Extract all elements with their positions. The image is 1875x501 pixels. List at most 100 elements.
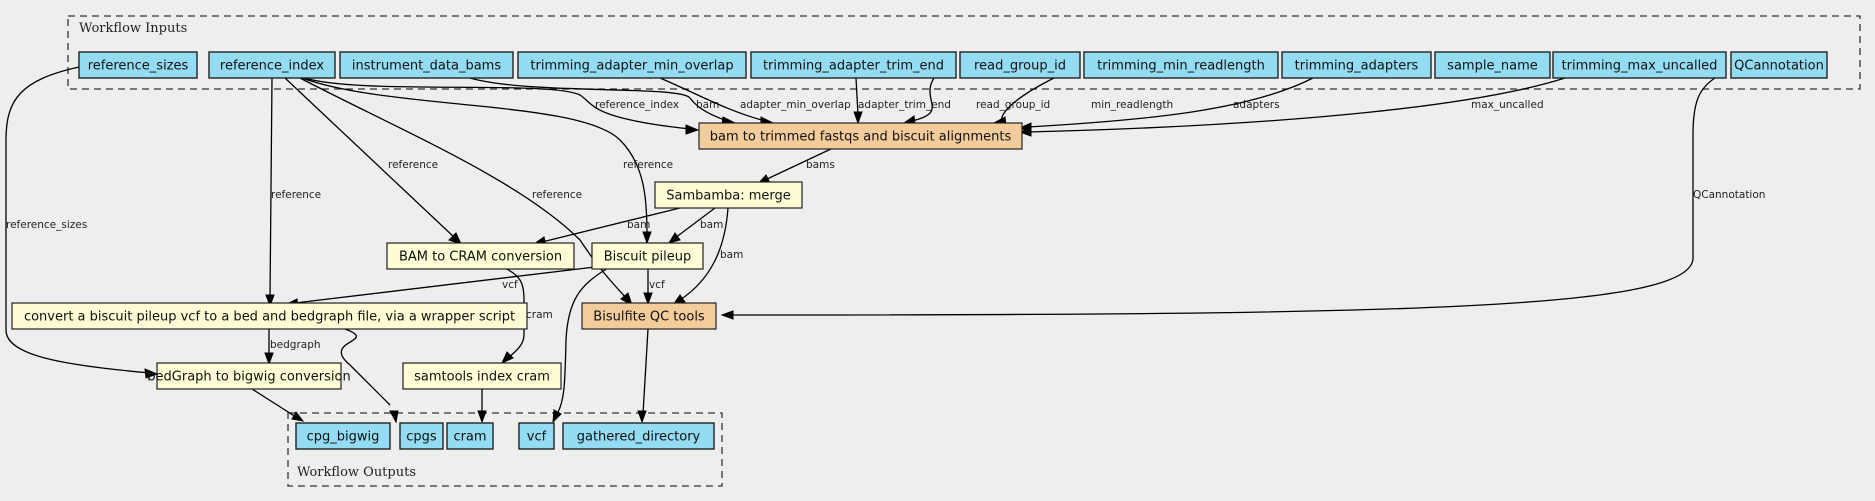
arrowhead — [667, 232, 681, 244]
arrowhead — [853, 111, 863, 125]
step-node-merge[interactable]: Sambamba: merge — [654, 181, 803, 209]
output-node-gathered-directory-box — [562, 422, 715, 450]
input-node-trimming-adapter-min-overlap[interactable]: trimming_adapter_min_overlap — [517, 51, 747, 79]
edge-trimming_adapter_trim_end-bam_to_trimmed — [855, 77, 859, 116]
workflow-inputs-cluster — [67, 15, 1861, 90]
edge-reference_index-pileup — [301, 77, 648, 236]
edge-reference_index-bam_to_trimmed — [304, 77, 691, 130]
step-node-vcf2bedgraph-label: convert a biscuit pileup vcf to a bed an… — [24, 310, 515, 325]
input-node-instrument-data-bams-label: instrument_data_bams — [352, 59, 501, 74]
arrowhead — [477, 410, 487, 424]
input-node-sample-name[interactable]: sample_name — [1434, 51, 1551, 79]
input-node-trimming-max-uncalled-label: trimming_max_uncalled — [1562, 59, 1718, 74]
step-node-vcf2bedgraph[interactable]: convert a biscuit pileup vcf to a bed an… — [11, 302, 528, 330]
edge-reference_sizes-bedgraph_to_bigwig — [5, 66, 151, 374]
step-node-bam-to-cram[interactable]: BAM to CRAM conversion — [386, 242, 575, 270]
output-node-cram-box — [446, 422, 494, 450]
edge-trimming_adapters-bam_to_trimmed — [1027, 77, 1314, 128]
output-node-cpgs[interactable]: cpgs — [399, 422, 444, 450]
step-node-vcf2bedgraph-box — [11, 302, 528, 330]
edge-label: bams — [806, 159, 835, 171]
step-node-bisulfite-qc-box — [581, 302, 717, 330]
edge-label: reference — [271, 189, 321, 201]
step-node-bam-to-cram-label: BAM to CRAM conversion — [399, 250, 562, 265]
output-node-gathered-directory[interactable]: gathered_directory — [562, 422, 715, 450]
output-node-cpgs-label: cpgs — [406, 430, 437, 445]
edge-label: vcf — [502, 279, 518, 291]
edge-bam_to_trimmed-merge — [764, 147, 834, 181]
step-node-bedgraph-to-bigwig[interactable]: bedGraph to bigwig conversion — [147, 362, 351, 390]
input-node-reference-sizes-label: reference_sizes — [88, 59, 189, 74]
edge-reference_index-vcf2bedgraph — [269, 77, 273, 299]
edge-label: read_group_id — [976, 99, 1050, 111]
input-node-trimming-min-readlength[interactable]: trimming_min_readlength — [1083, 51, 1279, 79]
input-node-trimming-max-uncalled[interactable]: trimming_max_uncalled — [1552, 51, 1727, 79]
step-node-index-cram[interactable]: samtools index cram — [402, 362, 562, 390]
input-node-trimming-adapter-trim-end-box — [750, 51, 957, 79]
step-node-pileup[interactable]: Biscuit pileup — [591, 242, 704, 270]
input-node-sample-name-box — [1434, 51, 1551, 79]
arrowhead — [643, 292, 653, 306]
edge-label: reference — [623, 159, 673, 171]
input-node-trimming-adapters[interactable]: trimming_adapters — [1281, 51, 1432, 79]
edge-label: adapter_min_overlap — [740, 99, 851, 111]
step-node-bedgraph-to-bigwig-label: bedGraph to bigwig conversion — [147, 370, 350, 385]
arrowhead — [448, 232, 462, 245]
input-node-reference-index-box — [208, 51, 336, 79]
output-node-vcf-label: vcf — [527, 430, 547, 445]
step-node-bam-to-trimmed[interactable]: bam to trimmed fastqs and biscuit alignm… — [698, 122, 1023, 150]
edge-label: bam — [700, 219, 723, 231]
edge-pileup-vcf — [556, 267, 609, 415]
input-node-read-group-id-label: read_group_id — [974, 59, 1066, 74]
step-node-bisulfite-qc-label: Bisulfite QC tools — [593, 310, 705, 325]
step-node-bam-to-cram-box — [386, 242, 575, 270]
workflow-inputs-title: Workflow Inputs — [79, 21, 187, 36]
arrowhead — [264, 352, 274, 366]
edge-label: cram — [526, 309, 553, 321]
edge-label: reference_index — [595, 99, 679, 111]
step-node-pileup-label: Biscuit pileup — [604, 250, 692, 265]
input-node-reference-index-label: reference_index — [220, 59, 324, 74]
edge-label: bedgraph — [270, 339, 321, 351]
output-node-vcf[interactable]: vcf — [518, 422, 555, 450]
edge-bedgraph_to_bigwig-cpg_bigwig — [251, 388, 297, 418]
input-node-qcannotation-label: QCannotation — [1734, 59, 1824, 74]
edge-merge-bisulfite_qc — [679, 207, 729, 301]
edge-label: min_readlength — [1091, 99, 1173, 111]
input-node-read-group-id[interactable]: read_group_id — [959, 51, 1081, 79]
edge-vcf2bedgraph-cpgs — [340, 328, 391, 406]
step-node-index-cram-box — [402, 362, 562, 390]
output-node-cram[interactable]: cram — [446, 422, 494, 450]
workflow-outputs-cluster — [287, 412, 723, 487]
edge-trimming_adapter_min_overlap-bam_to_trimmed — [659, 77, 766, 122]
input-node-trimming-min-readlength-label: trimming_min_readlength — [1097, 59, 1265, 74]
arrowhead — [1018, 127, 1032, 137]
input-node-trimming-adapter-trim-end[interactable]: trimming_adapter_trim_end — [750, 51, 957, 79]
edge-label: bam — [720, 249, 743, 261]
arrowhead — [500, 351, 514, 365]
input-node-qcannotation[interactable]: QCannotation — [1730, 51, 1828, 79]
input-node-instrument-data-bams[interactable]: instrument_data_bams — [339, 51, 514, 79]
arrowhead — [265, 294, 275, 308]
workflow-input-nodes: reference_sizes reference_index instrument… — [78, 51, 1828, 79]
step-node-bam-to-trimmed-label: bam to trimmed fastqs and biscuit alignm… — [710, 130, 1012, 145]
arrowhead — [389, 410, 399, 424]
edge-pileup-vcf2bedgraph — [294, 266, 596, 304]
output-node-cpg-bigwig[interactable]: cpg_bigwig — [295, 422, 391, 450]
edge-label: QCannotation — [1693, 189, 1765, 201]
arrowhead — [291, 411, 305, 422]
edge-merge-bam_to_cram — [541, 207, 681, 243]
input-node-reference-sizes[interactable]: reference_sizes — [78, 51, 198, 79]
edge-read_group_id-bam_to_trimmed — [911, 77, 935, 122]
edge-bisulfite_qc-gathered_directory — [642, 328, 649, 415]
input-node-reference-index[interactable]: reference_index — [208, 51, 336, 79]
input-node-instrument-data-bams-box — [339, 51, 514, 79]
step-node-bam-to-trimmed-box — [698, 122, 1023, 150]
edge-QCannotation-bisulfite_qc — [729, 77, 1716, 316]
output-node-gathered-directory-label: gathered_directory — [577, 430, 701, 445]
input-node-trimming-adapters-label: trimming_adapters — [1295, 59, 1419, 74]
step-node-bisulfite-qc[interactable]: Bisulfite QC tools — [581, 302, 717, 330]
arrowhead — [685, 124, 700, 135]
edge-label: reference — [532, 189, 582, 201]
